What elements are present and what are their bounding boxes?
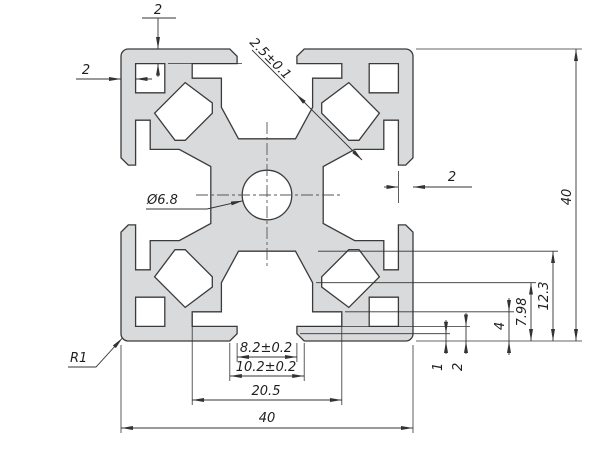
- dimension-label: R1: [70, 351, 87, 366]
- dim-center-bore: Ø6.8: [146, 193, 244, 210]
- dimension-label: 1: [431, 363, 446, 371]
- dimension-label: 12.3: [537, 282, 552, 311]
- dim-cavity-depth: 4: [345, 298, 514, 355]
- dim-mouth-width: 10.2±0.2: [229, 343, 305, 381]
- dim-right-lip-depth: 2: [384, 170, 472, 203]
- dim-throat-depth: 2: [300, 313, 470, 371]
- leader-arrow: [68, 337, 123, 368]
- dimension-label: 10.2±0.2: [236, 360, 297, 375]
- dim-chamfer-depth: 1: [300, 320, 450, 371]
- dimension-label: 40: [560, 189, 575, 206]
- dim-overall-width: 40: [120, 345, 414, 433]
- dimension-label: 8.2±0.2: [240, 341, 292, 356]
- dimension-label: 4: [493, 322, 508, 330]
- dim-slot-opening: 8.2±0.2: [236, 341, 298, 362]
- dim-left-wall-thickness: 2: [76, 63, 152, 81]
- dimension-label: 2: [448, 170, 456, 185]
- dim-corner-radius: R1: [68, 337, 123, 368]
- dim-top-wall-thickness: 2: [142, 3, 242, 77]
- dimension-label: 2: [451, 363, 466, 371]
- dim-cavity-width: 20.5: [191, 314, 343, 405]
- leader-line: [251, 49, 297, 95]
- leader-arrow: [206, 200, 244, 210]
- dim-slot-depth: 12.3: [318, 250, 558, 341]
- dimension-label: 2: [82, 63, 90, 78]
- dimension-label: 7.98: [515, 298, 530, 327]
- dimension-line: [295, 93, 363, 161]
- dimension-label: Ø6.8: [146, 193, 178, 208]
- dimension-label: 40: [259, 411, 276, 426]
- dim-pocket-depth: 7.98: [316, 282, 536, 341]
- dim-overall-height: 40: [416, 48, 582, 342]
- dimension-label: 20.5: [252, 384, 281, 399]
- dimension-label: 2: [154, 3, 162, 18]
